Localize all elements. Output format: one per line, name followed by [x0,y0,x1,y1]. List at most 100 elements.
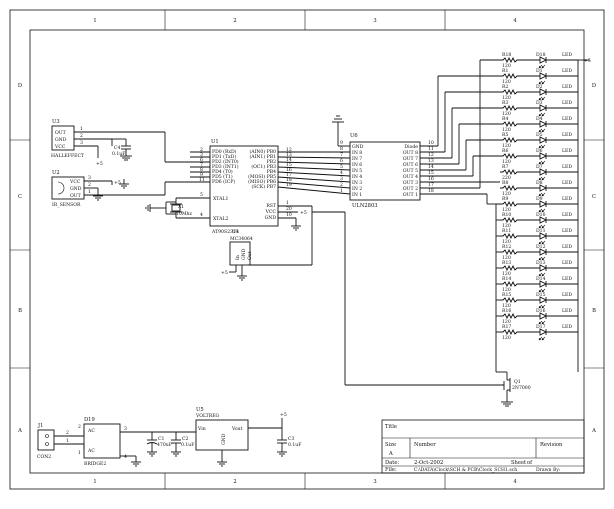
light-arrows-icon [538,96,546,101]
resistor-ref: R15 [502,292,511,298]
capacitor-c1: C1 470uF [146,431,176,457]
led-label: LED [562,52,572,58]
u1-xtal2-label: XTAL2 [213,216,228,222]
diode-ref: D15 [536,292,546,298]
diode-ref: D10 [536,212,546,218]
diode-ref: D4 [536,116,543,122]
u1-pin-label: PD5 (T1) [212,173,233,180]
u6-right-pins: Diode OUT 8 OUT 7 OUT 6 OUT 5 OUT 4 OUT … [403,140,434,198]
led-label: LED [562,164,572,170]
revision-label: Revision [540,442,563,448]
resistor-ref: R2 [502,84,508,90]
title-block: Title Size A Number Revision Date: 2-Oct… [381,419,585,474]
resistor-value: 120 [502,319,511,325]
led-symbol [539,280,548,288]
u3-name: HALLEFFECT [51,153,85,159]
u1-pin-label: (MISO) PB6 [248,178,276,185]
u1-pin-label: PB4 [267,169,276,175]
light-arrows-icon [538,128,546,133]
resistor-value: 120 [502,255,511,261]
row-label: B [18,308,22,314]
u1-pin-number: 14 [286,157,292,163]
resistor-ref: R4 [502,116,508,122]
u1-pin-label: PD6 (ICP) [212,178,235,185]
led-symbol [539,328,548,336]
resistor-value: 120 [502,335,511,341]
u2-pin-number: 1 [88,189,91,195]
u6-pin-number: 13 [428,158,434,164]
u1-pin-number: 12 [286,147,292,153]
resistor-symbol [500,136,540,144]
led-label: LED [562,180,572,186]
d19-name: BRIDGE2 [84,461,106,467]
of-label: of [527,460,533,466]
u1-right-pins: (AIN0) PB0 (AIN1) PB1 PB2 (OC1) PB3 PB4 … [248,147,292,190]
u2-pin-number: 3 [88,175,91,181]
led-label: LED [562,100,572,106]
u3-pin-number: 3 [80,140,83,146]
u6-pin-number: 18 [428,188,434,194]
size-label: Size [385,442,396,448]
led-label: LED [562,132,572,138]
microcontroller-u1: U1 AT90S2313 2 3 6 7 8 9 11 PD0 (RxD) PD… [164,132,313,265]
u6-pin-label: IN 2 [352,186,362,192]
q1-ref: Q1 [514,379,521,385]
resistor-symbol [500,72,540,80]
c2-value: 0.1uF [181,442,194,448]
resistor-ref: R6 [502,148,508,154]
u1-pin-label: PB2 [267,159,276,165]
u6-pin-label: IN 4 [352,174,362,180]
u6-pin-label: OUT 4 [403,174,418,180]
resistor-symbol [500,168,540,176]
u2-name: IR_SENSOR [52,202,81,208]
u6-pin-number: 2 [340,182,343,188]
d19-pin-number: 2 [78,424,81,430]
resistor-ref: R10 [502,212,511,218]
u1-pin-number: 16 [286,167,292,173]
light-arrows-icon [538,160,546,165]
diode-ref: D17 [536,324,546,330]
u1-pin-number: 7 [200,162,203,168]
c1-value: 470uF [157,442,172,448]
u1-pin-number: 13 [286,152,292,158]
u6-pin-label: IN 1 [352,192,362,198]
led-supply-label: +5 [584,58,591,64]
u3-pin-label: GND [55,137,67,143]
resistor-value: 120 [502,95,511,101]
u1-pin-label: PD2 (INT0) [212,158,239,165]
u1-pin-number: 17 [286,172,292,178]
led-symbol [539,264,548,272]
u1-pin-number: 8 [200,167,203,173]
resistor-value: 120 [502,159,511,165]
u3-ref: U3 [52,119,60,125]
diode-ref: D2 [536,84,543,90]
driver-output-wiring [420,59,500,205]
u6-pin-number: 9 [340,140,343,146]
u5-vout-label: Vout [231,426,243,432]
bridge-rectifier-d19: D19 BRIDGE2 AC AC 2 1 3 4 [78,417,148,467]
u1-name: AT90S2313 [211,229,239,235]
u1-pin-label: (AIN0) PB0 [249,148,276,155]
u2-pin-label: GND [70,186,82,192]
u2-pin-label: OUT [70,193,82,199]
led-label: LED [562,68,572,74]
u1-pin-number: 1 [286,200,289,206]
u1-pin-number: 15 [286,162,292,168]
u6-pin-label: IN 3 [352,180,362,186]
light-arrows-icon [538,240,546,245]
led-label: LED [562,324,572,330]
resistor-value: 120 [502,63,511,69]
u1-pin-label: RST [266,203,277,209]
resistor-ref: R13 [502,260,511,266]
u6-pin-number: 10 [428,140,434,146]
resistor-symbol [500,232,540,240]
j1-pin-number: 2 [66,430,69,436]
u6-pin-number: 12 [428,152,434,158]
u4-pin-label: In [235,255,241,260]
led-symbol [539,72,548,80]
u3-vcc-label: +5 [96,161,103,167]
led-label: LED [562,308,572,314]
col-label: 2 [233,18,236,24]
led-symbol [539,184,548,192]
resistor-ref: R11 [502,228,511,234]
